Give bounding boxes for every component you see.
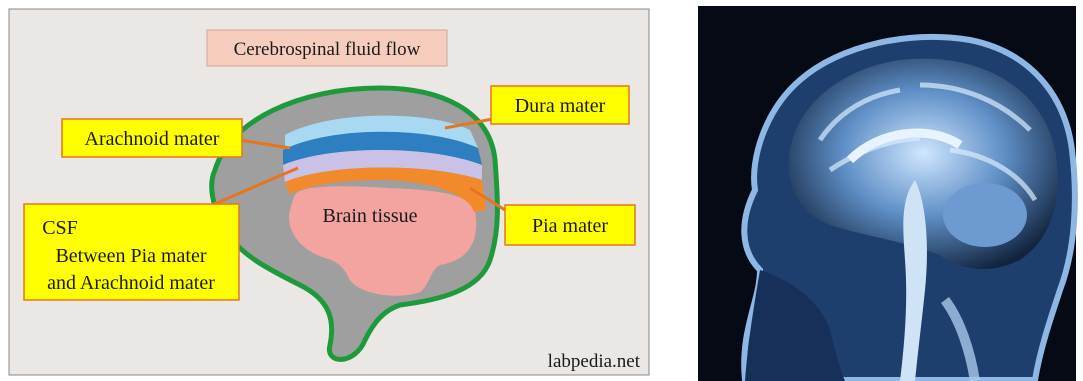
mri-panel [698,6,1076,381]
csf-label-line2: Between Pia mater [55,245,206,267]
schematic-panel: Cerebrospinal fluid flow Brain tissue Du… [9,9,649,375]
dura-label: Dura mater [515,95,606,117]
pia-label: Pia mater [532,215,608,237]
diagram-title: Cerebrospinal fluid flow [234,39,421,60]
csf-label-line3: and Arachnoid mater [47,272,215,294]
watermark: labpedia.net [548,351,641,372]
csf-label-line1: CSF [42,217,78,239]
mri-cerebellum [943,183,1027,247]
brain-tissue-label: Brain tissue [323,205,418,227]
arachnoid-label: Arachnoid mater [85,128,220,150]
